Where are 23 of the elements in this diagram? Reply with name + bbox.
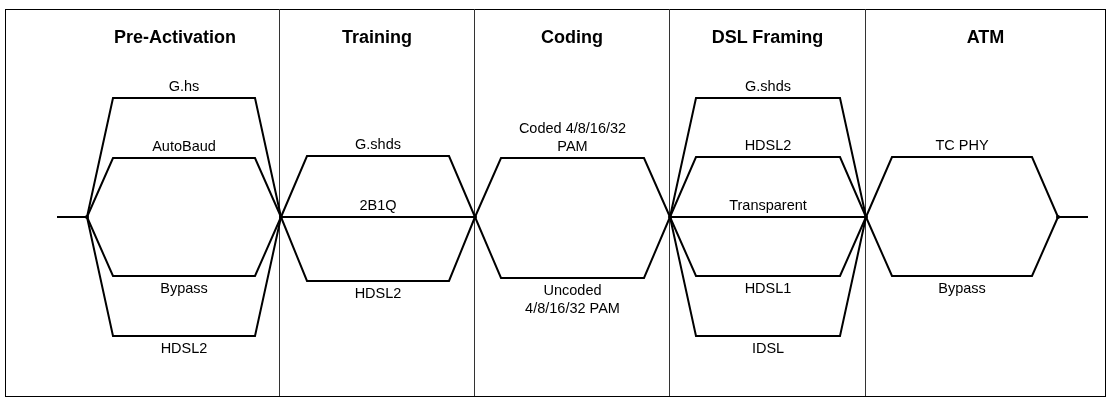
signal-path — [86, 216, 282, 337]
signal-path — [280, 216, 476, 282]
signal-path — [669, 216, 867, 277]
signal-path — [56, 216, 88, 218]
signal-path — [669, 216, 867, 218]
stage-heading: DSL Framing — [711, 27, 824, 48]
signal-path — [669, 216, 867, 337]
signal-path — [865, 156, 1059, 218]
signal-path — [474, 216, 671, 279]
stage-heading: Coding — [541, 27, 603, 48]
signal-path — [86, 157, 282, 218]
stage-heading: ATM — [966, 27, 1005, 48]
signal-path — [669, 156, 867, 218]
stage-heading: Training — [342, 27, 412, 48]
signal-path — [865, 216, 1059, 277]
signal-path — [474, 157, 671, 218]
signal-path — [280, 216, 476, 218]
signal-path — [1057, 216, 1089, 218]
stage-heading: Pre-Activation — [114, 27, 236, 48]
signal-path — [86, 97, 282, 218]
signal-path — [669, 97, 867, 218]
signal-path — [280, 155, 476, 218]
signal-path — [86, 216, 282, 277]
